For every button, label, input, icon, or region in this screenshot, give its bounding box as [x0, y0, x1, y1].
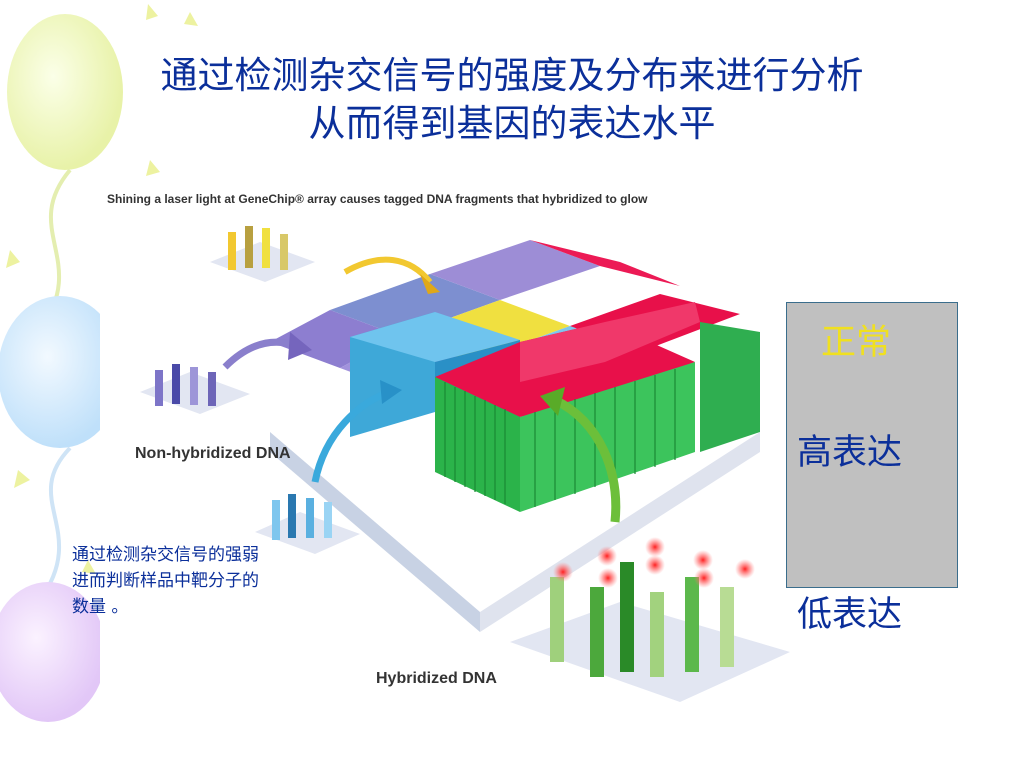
- arrow-green: [552, 395, 621, 523]
- dna-tubes: [228, 226, 288, 270]
- title-line-1: 通过检测杂交信号的强度及分布来进行分析: [160, 54, 864, 97]
- arrow-yellow-head: [420, 274, 440, 294]
- array-cell-red: [530, 240, 680, 286]
- non-hybridized-label: Non-hybridized DNA: [135, 445, 291, 462]
- dna-tubes: [155, 364, 216, 406]
- arrow-yellow: [343, 256, 433, 284]
- high-expression-block-side: [520, 362, 695, 512]
- legend-low-expression: 低表达: [797, 595, 903, 635]
- blue-balloon: [0, 296, 122, 448]
- explanatory-note: 通过检测杂交信号的强弱进而判断样品中靶分子的数量 。: [72, 545, 259, 617]
- title-line-2: 从而得到基因的表达水平: [308, 102, 716, 145]
- genechip-figure: Shining a laser light at GeneChip® array…: [100, 182, 820, 727]
- legend-high-expression: 高表达: [797, 433, 903, 473]
- high-expression-block-top-2: [520, 302, 700, 382]
- right-block-green: [700, 322, 760, 452]
- arrow-cyan-head: [380, 380, 402, 404]
- arrow-purple-head: [288, 332, 312, 360]
- array-cell-lavender: [430, 240, 600, 300]
- chip-base-left-face: [270, 432, 480, 632]
- yellow-balloon: [7, 14, 123, 170]
- arrow-green-head: [540, 387, 565, 416]
- slide-title: 通过检测杂交信号的强度及分布来进行分析 从而得到基因的表达水平: [40, 52, 984, 148]
- array-cell-cyan-top: [350, 312, 520, 362]
- genechip-array-illustration: [140, 226, 790, 702]
- legend-box: [786, 302, 958, 588]
- dna-tubes: [272, 494, 332, 540]
- legend-normal: 正常: [821, 323, 892, 363]
- purple-balloon: [0, 582, 106, 722]
- array-cell-blue: [330, 274, 500, 336]
- hybridized-tubes: [550, 562, 734, 677]
- arrow-cyan: [311, 388, 392, 483]
- hybridized-label: Hybridized DNA: [376, 670, 497, 687]
- high-expression-block-front: [435, 377, 520, 512]
- glow-signals: [553, 537, 755, 588]
- balloon-string: [38, 446, 72, 602]
- figure-caption: Shining a laser light at GeneChip® array…: [107, 192, 648, 206]
